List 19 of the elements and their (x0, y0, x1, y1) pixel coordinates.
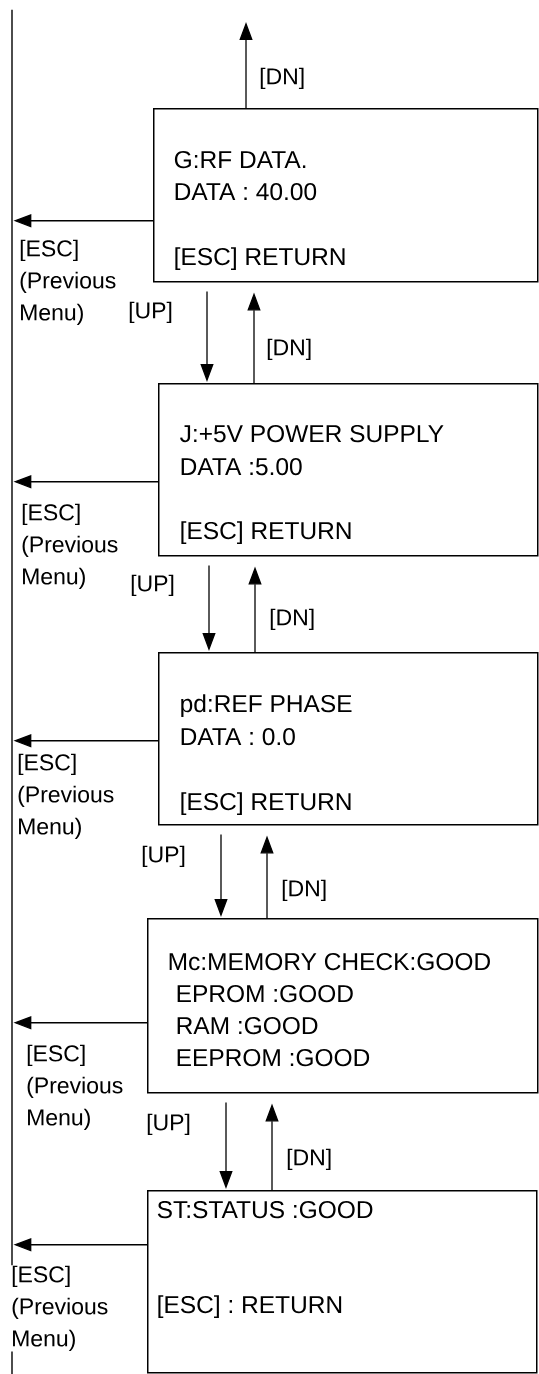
edge-label: [UP] (127, 301, 174, 324)
menu-screen-box: J:+5V POWER SUPPLY DATA :5.00 [ESC] RETURN (158, 383, 539, 557)
edge-label: [DN] (265, 338, 313, 361)
edge-label: [DN] (285, 1148, 333, 1171)
edge-label: [ESC] (Previous Menu) (16, 753, 123, 840)
edge-label: [UP] (145, 1113, 192, 1136)
edge-label: [UP] (129, 574, 176, 597)
edge-label: [DN] (280, 879, 328, 902)
edge-label: [ESC] (Previous Menu) (20, 503, 127, 590)
edge-label: [ESC] (Previous Menu) (10, 1265, 117, 1352)
edge-label: [ESC] (Previous Menu) (18, 239, 125, 326)
menu-screen-box: G:RF DATA. DATA : 40.00 [ESC] RETURN (153, 108, 539, 283)
edge-label: [DN] (258, 67, 306, 90)
edge-label: [DN] (268, 608, 316, 631)
menu-screen-box: pd:REF PHASE DATA : 0.0 [ESC] RETURN (158, 652, 539, 826)
menu-screen-box: ST:STATUS :GOOD [ESC] : RETURN (147, 1190, 538, 1374)
menu-screen-box: Mc:MEMORY CHECK:GOOD EPROM :GOOD RAM :GOOD EEPROM :GOOD (147, 918, 539, 1094)
edge-label: [UP] (140, 845, 187, 868)
edge-label: [ESC] (Previous Menu) (25, 1044, 132, 1131)
